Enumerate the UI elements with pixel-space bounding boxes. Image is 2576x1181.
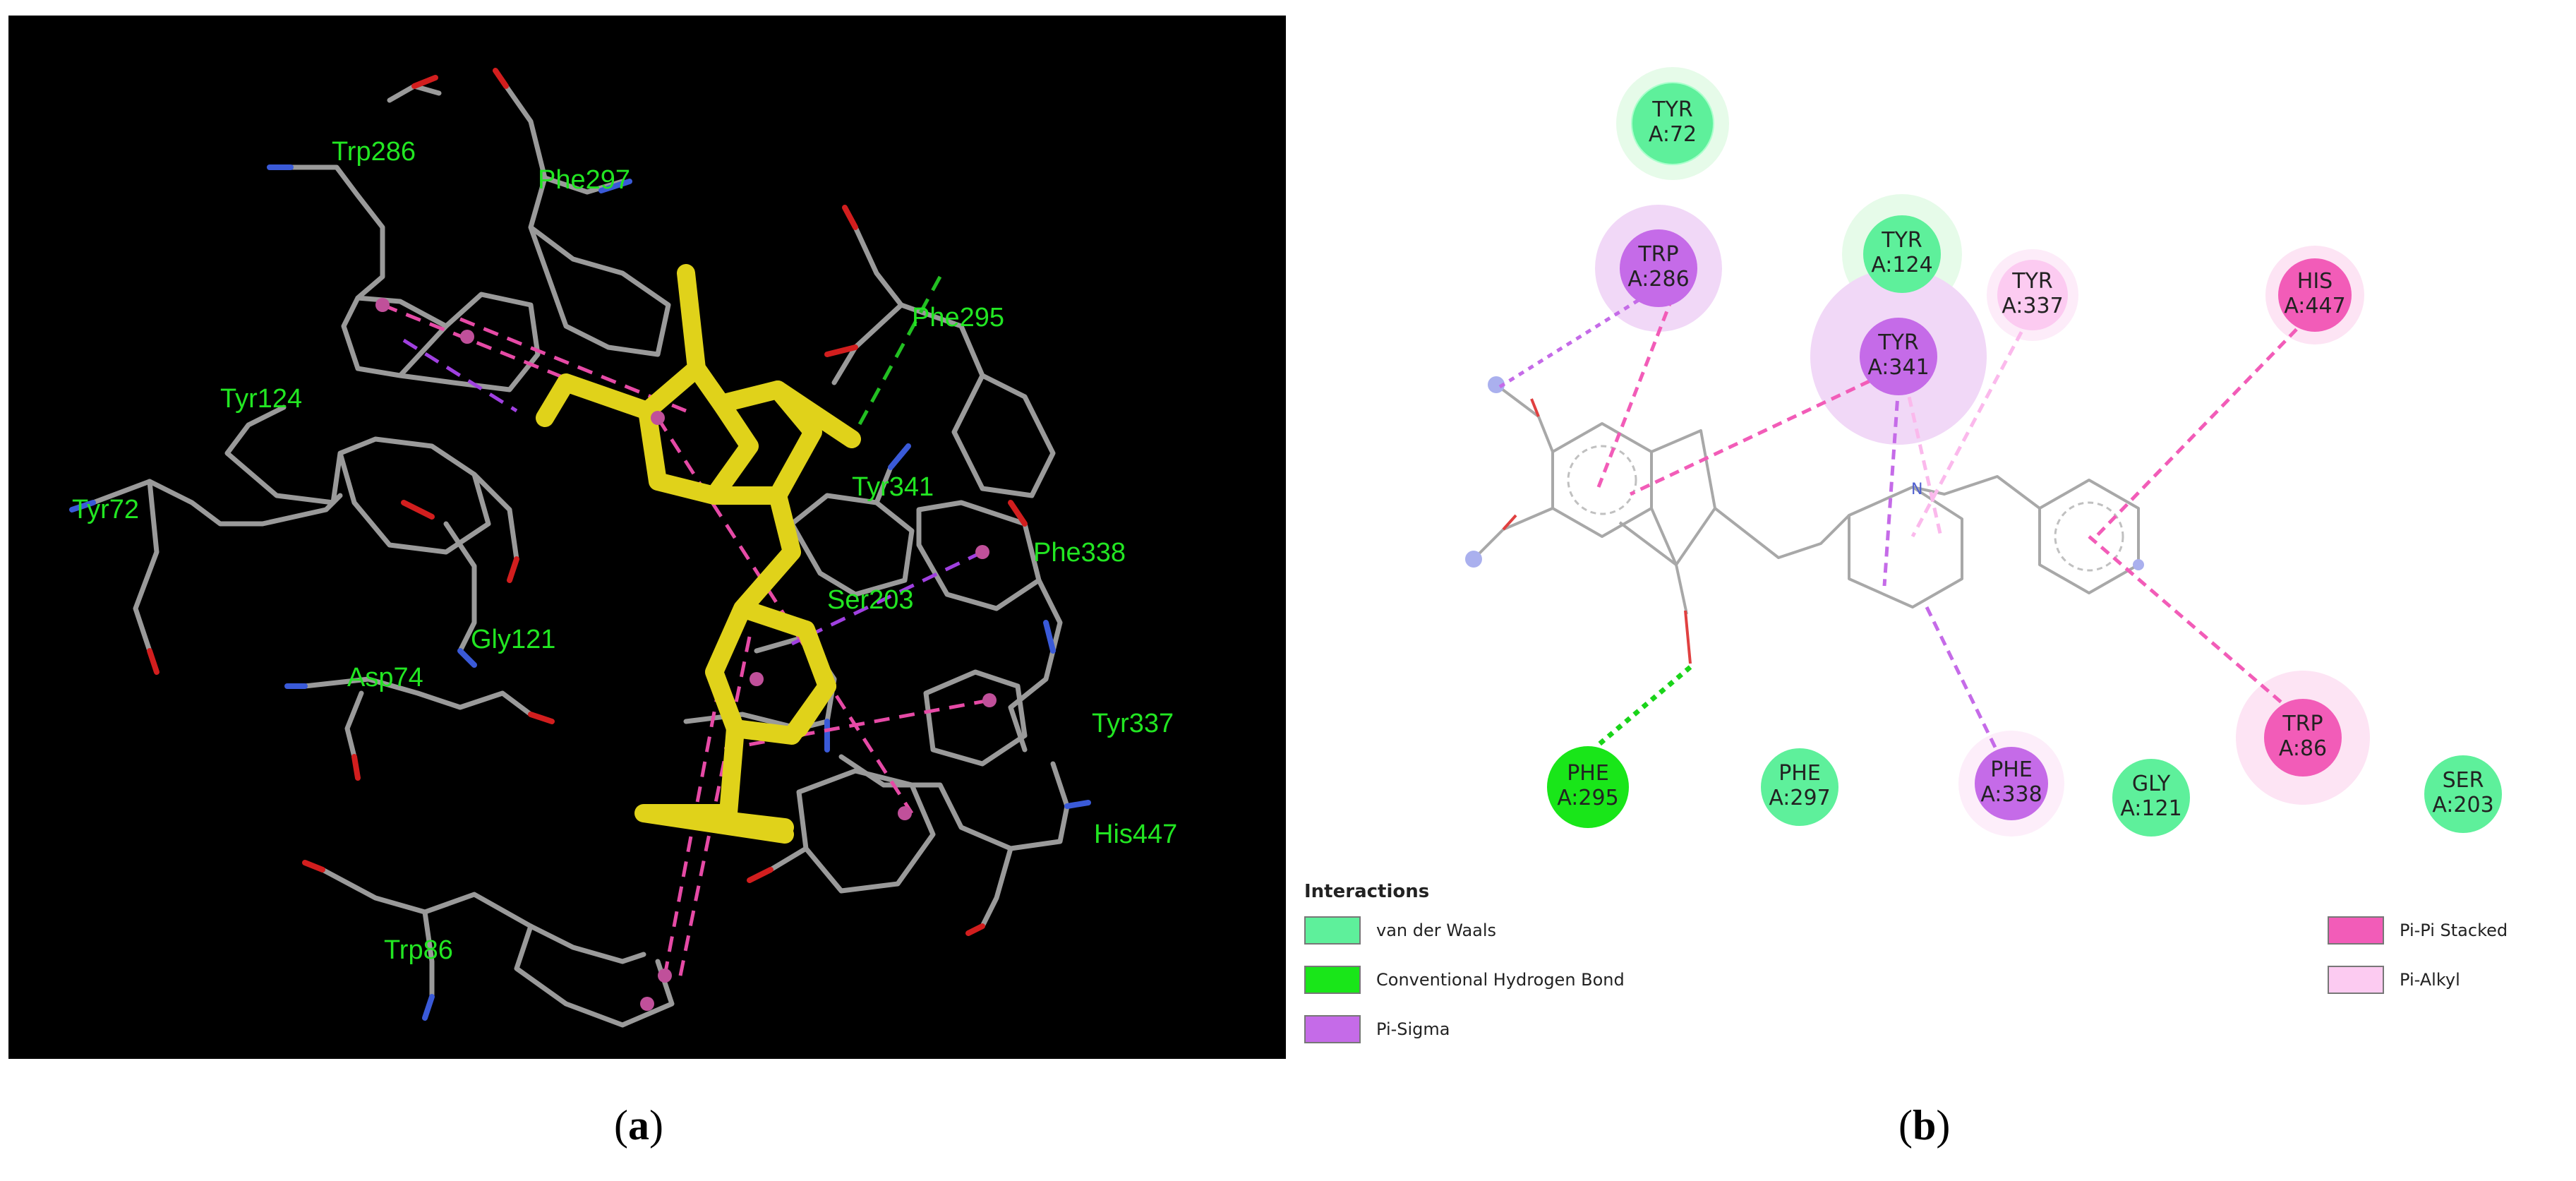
- residue-bubbles: TYR A:72 TRP A:286 TYR A:124 TYR A:337 H…: [1547, 82, 2502, 837]
- label-phe297: Phe297: [538, 165, 630, 195]
- residue-tyr341-num: A:341: [1867, 355, 1929, 380]
- residue-his447-name: HIS: [2297, 269, 2333, 294]
- residue-gly121-num: A:121: [2120, 796, 2181, 821]
- residue-tyr337-name: TYR: [2011, 269, 2053, 294]
- heteroatom-tips: [69, 68, 1091, 1021]
- legend-label-hbond: Conventional Hydrogen Bond: [1376, 970, 1625, 990]
- residue-labels: Trp286 Phe297 Phe295 Tyr124 Tyr72 Tyr341…: [72, 137, 1177, 965]
- residue-his447-num: A:447: [2284, 294, 2345, 318]
- residue-tyr124-num: A:124: [1871, 253, 1932, 277]
- label-phe338: Phe338: [1033, 538, 1126, 568]
- label-ser203: Ser203: [827, 585, 914, 615]
- residue-ser203-name: SER: [2443, 768, 2484, 793]
- legend-item-pialkyl: Pi-Alkyl: [2328, 964, 2460, 995]
- panel-b-svg: N TYR A:72 TRP A:286: [1465, 67, 2502, 837]
- residue-ser203-num: A:203: [2432, 793, 2493, 817]
- residue-trp286-num: A:286: [1627, 267, 1689, 292]
- interaction-lines: [1498, 294, 2309, 760]
- legend-label-pipi: Pi-Pi Stacked: [2400, 921, 2508, 940]
- legend-item-pisigma: Pi-Sigma: [1304, 1014, 1450, 1045]
- residue-trp86: TRP A:86: [2264, 699, 2342, 777]
- panel-a-svg: Trp286 Phe297 Phe295 Tyr124 Tyr72 Tyr341…: [69, 68, 1177, 1028]
- residue-phe297-name: PHE: [1778, 761, 1821, 786]
- residue-tyr341: TYR A:341: [1860, 318, 1937, 395]
- label-tyr72: Tyr72: [72, 495, 139, 524]
- ligand-skeleton: [1474, 383, 2140, 664]
- label-tyr124: Tyr124: [220, 384, 302, 414]
- label-trp286: Trp286: [332, 137, 416, 167]
- residue-tyr72-num: A:72: [1649, 122, 1697, 147]
- residue-gly121: GLY A:121: [2112, 759, 2190, 837]
- residue-his447: HIS A:447: [2278, 258, 2352, 332]
- label-gly121: Gly121: [471, 625, 555, 654]
- legend-item-pipi: Pi-Pi Stacked: [2328, 915, 2508, 946]
- caption-b: (b): [1898, 1102, 1951, 1149]
- residue-gly121-name: GLY: [2132, 772, 2171, 796]
- residue-phe295-name: PHE: [1567, 761, 1609, 786]
- residue-tyr337: TYR A:337: [1997, 260, 2068, 330]
- residue-trp86-name: TRP: [2282, 712, 2323, 736]
- label-his447: His447: [1094, 820, 1177, 849]
- ring-centroids: [375, 298, 997, 1011]
- legend-swatch-pisigma: [1304, 1015, 1361, 1043]
- residue-phe297-num: A:297: [1769, 786, 1830, 810]
- panel-a-3d-view: Trp286 Phe297 Phe295 Tyr124 Tyr72 Tyr341…: [8, 16, 1286, 1059]
- caption-a-letter: a: [627, 1102, 649, 1149]
- label-phe295: Phe295: [912, 303, 1004, 332]
- residue-trp286-name: TRP: [1637, 242, 1678, 267]
- legend-swatch-pipi: [2328, 916, 2384, 945]
- legend-label-pialkyl: Pi-Alkyl: [2400, 970, 2460, 990]
- legend-label-pisigma: Pi-Sigma: [1376, 1019, 1450, 1039]
- legend-swatch-hbond: [1304, 966, 1361, 994]
- legend-label-vdw: van der Waals: [1376, 921, 1497, 940]
- legend-item-hbond: Conventional Hydrogen Bond: [1304, 964, 1625, 995]
- residue-trp286: TRP A:286: [1620, 229, 1697, 307]
- aromatic-rings: [1567, 445, 2124, 572]
- legend-swatch-vdw: [1304, 916, 1361, 945]
- label-tyr341: Tyr341: [852, 472, 934, 502]
- panel-b-2d-diagram: N TYR A:72 TRP A:286: [1292, 0, 2576, 1066]
- residue-tyr341-name: TYR: [1877, 330, 1919, 355]
- residue-phe295-num: A:295: [1557, 786, 1618, 810]
- residue-phe295: PHE A:295: [1547, 746, 1629, 828]
- residue-ser203: SER A:203: [2424, 755, 2502, 833]
- legend-item-vdw: van der Waals: [1304, 915, 1496, 946]
- label-asp74: Asp74: [347, 663, 423, 693]
- residue-tyr72-name: TYR: [1651, 97, 1693, 122]
- residue-phe297: PHE A:297: [1761, 748, 1838, 826]
- residue-phe338: PHE A:338: [1975, 747, 2048, 820]
- label-tyr337: Tyr337: [1092, 709, 1174, 738]
- nitrogen-atom-label: N: [1911, 481, 1922, 498]
- residue-phe338-num: A:338: [1980, 782, 2042, 807]
- residue-tyr124: TYR A:124: [1863, 215, 1941, 293]
- legend-title: Interactions: [1304, 881, 1430, 902]
- ligand-sticks: [536, 264, 861, 844]
- residue-tyr124-name: TYR: [1881, 228, 1922, 253]
- caption-a: (a): [614, 1102, 663, 1149]
- label-trp86: Trp86: [384, 935, 453, 965]
- caption-b-letter: b: [1912, 1102, 1937, 1149]
- residue-halos: [1595, 67, 2370, 837]
- residue-tyr72: TYR A:72: [1631, 82, 1714, 165]
- legend-swatch-pialkyl: [2328, 966, 2384, 994]
- heteroatoms: N: [1465, 376, 2144, 570]
- residue-sticks: [90, 83, 1070, 1028]
- residue-trp86-num: A:86: [2279, 736, 2327, 761]
- residue-phe338-name: PHE: [1990, 757, 2033, 782]
- interactions-legend: Interactions van der Waals Conventional …: [1304, 881, 2560, 1065]
- residue-tyr337-num: A:337: [2002, 294, 2063, 318]
